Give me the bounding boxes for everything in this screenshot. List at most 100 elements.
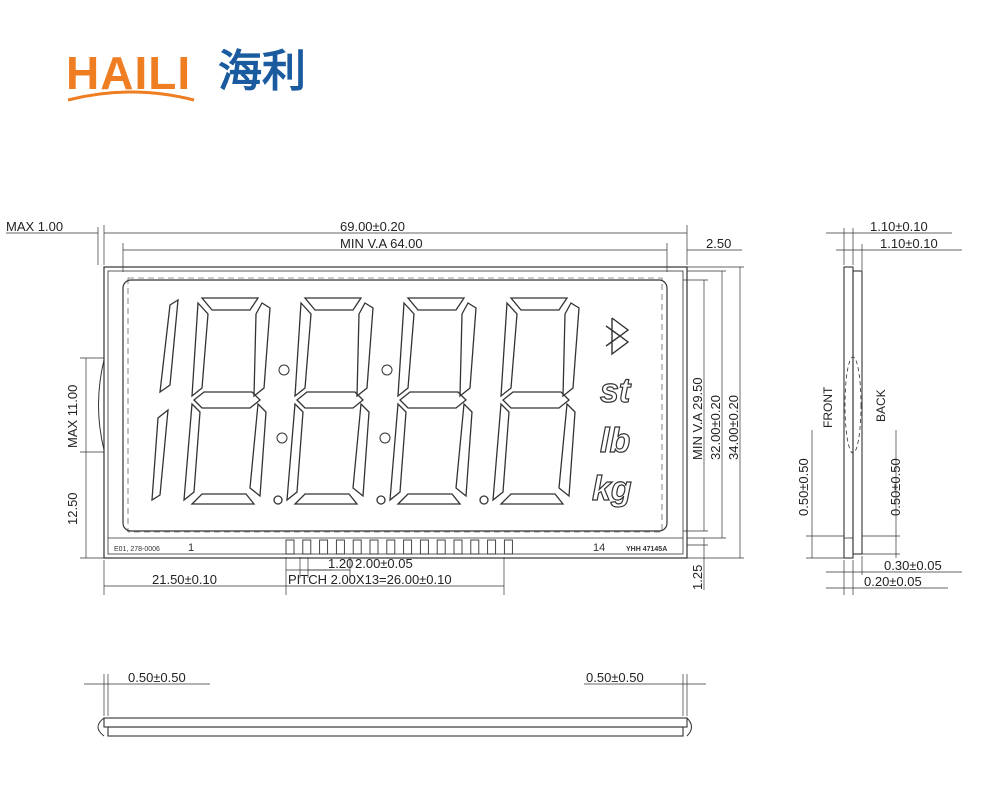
dim-overall-width: 69.00±0.20 bbox=[340, 219, 405, 234]
digit-3-segment-a bbox=[406, 297, 466, 311]
logo-latin-text: HAILI bbox=[66, 47, 192, 99]
side-bottom-dim-2: 0.20±0.05 bbox=[864, 574, 922, 589]
dim-pin-pitch-single: 2.00±0.05 bbox=[355, 556, 413, 571]
pin-13 bbox=[487, 539, 497, 555]
digit-1-decimal-point bbox=[273, 495, 283, 505]
lcd-inner-border bbox=[107, 270, 684, 555]
logo-swoosh-icon bbox=[67, 90, 195, 102]
bluetooth-icon bbox=[605, 317, 630, 356]
dim-edge-offset: 2.50 bbox=[706, 236, 731, 251]
colon-dot-4 bbox=[379, 432, 391, 444]
digit-3-segment-g bbox=[399, 391, 467, 409]
dim-max-thickness: MAX 1.00 bbox=[6, 219, 63, 234]
dim-pin-width: 1.20 bbox=[328, 556, 353, 571]
side-back-label: BACK bbox=[874, 389, 888, 422]
dim-max-bulge: MAX 11.00 bbox=[65, 385, 80, 448]
bottom-left-cap bbox=[97, 717, 105, 737]
dim-pin-start-offset: 21.50±0.10 bbox=[152, 572, 217, 587]
digit-1-segment-f bbox=[191, 301, 209, 398]
digit-2-segment-c bbox=[352, 402, 370, 498]
digit-1-segment-a bbox=[200, 297, 260, 311]
bottom-right-cap bbox=[686, 717, 692, 737]
digit-3-segment-d bbox=[396, 493, 462, 505]
dim-inner-height: 32.00±0.20 bbox=[708, 395, 723, 460]
side-left-dim: 0.50±0.50 bbox=[796, 458, 811, 516]
digit-3-segment-c bbox=[455, 402, 473, 498]
bottom-glass-top bbox=[103, 717, 688, 728]
part-number-label: YHH 47145A bbox=[626, 546, 667, 553]
bottom-glass-lower bbox=[107, 726, 684, 737]
digit-3-decimal-point bbox=[479, 495, 489, 505]
side-front-label: FRONT bbox=[821, 386, 835, 428]
side-bottom-dim-1: 0.30±0.05 bbox=[884, 558, 942, 573]
digit-one-segment-upper bbox=[159, 298, 179, 394]
digit-2-segment-f bbox=[294, 301, 312, 398]
view-area-dashed bbox=[127, 277, 663, 533]
pin-7 bbox=[386, 539, 396, 555]
bottom-view: 0.50±0.50 0.50±0.50 bbox=[84, 670, 706, 737]
pin-last-label: 14 bbox=[593, 542, 605, 554]
digit-2-decimal-point bbox=[376, 495, 386, 505]
digit-2-segment-g bbox=[296, 391, 364, 409]
side-view: FRONT BACK 1.10±0.10 1.10±0.10 0.50±0.50… bbox=[796, 219, 962, 595]
side-glass-back bbox=[852, 270, 863, 555]
digit-4-segment-d bbox=[499, 493, 565, 505]
unit-lb-label: lb bbox=[600, 422, 630, 460]
seven-segment-digits bbox=[151, 297, 580, 505]
lcd-viewing-area bbox=[122, 279, 668, 532]
dim-pin-height: 1.25 bbox=[690, 565, 705, 590]
part-code-label: E01, 278-0006 bbox=[114, 546, 160, 553]
digit-4-segment-e bbox=[492, 402, 510, 502]
pin-10 bbox=[436, 539, 446, 555]
lcd-outer-glass bbox=[103, 266, 688, 559]
unit-st-label: st bbox=[600, 372, 632, 410]
dim-view-area-height: MIN V.A 29.50 bbox=[690, 377, 705, 460]
digit-3-segment-f bbox=[397, 301, 415, 398]
dim-bottom-offset: 12.50 bbox=[65, 492, 80, 525]
pin-14 bbox=[503, 539, 513, 555]
pin-5 bbox=[352, 539, 362, 555]
digit-1-segment-e bbox=[183, 402, 201, 502]
pin-first-label: 1 bbox=[188, 542, 194, 554]
colon-dot-2 bbox=[276, 432, 288, 444]
unit-kg-label: kg bbox=[592, 470, 632, 508]
bottom-left-dim: 0.50±0.50 bbox=[128, 670, 186, 685]
digit-2-segment-b bbox=[356, 302, 374, 398]
pin-9 bbox=[419, 539, 429, 555]
digit-3-segment-e bbox=[389, 402, 407, 502]
digit-1-segment-c bbox=[249, 402, 267, 498]
dim-overall-height: 34.00±0.20 bbox=[726, 395, 741, 460]
logo-cjk-text: 海利 bbox=[218, 46, 306, 97]
front-view: st lb kg E01, 278-0006 1 14 YHH 47145A 6… bbox=[6, 219, 744, 595]
dim-pitch-total: PITCH 2.00X13=26.00±0.10 bbox=[288, 572, 452, 587]
side-top-dim-2: 1.10±0.10 bbox=[880, 236, 938, 251]
digit-3-segment-b bbox=[459, 302, 477, 398]
pin-12 bbox=[470, 539, 480, 555]
pin-6 bbox=[369, 539, 379, 555]
brand-logo: HAILI 海利 bbox=[66, 46, 346, 104]
digit-1-segment-b bbox=[253, 302, 271, 398]
colon-dot-3 bbox=[381, 364, 393, 376]
digit-2-segment-a bbox=[303, 297, 363, 311]
pin-8 bbox=[403, 539, 413, 555]
digit-4-segment-f bbox=[500, 301, 518, 398]
colon-dot-1 bbox=[278, 364, 290, 376]
pin-1 bbox=[285, 539, 295, 555]
pin-11 bbox=[453, 539, 463, 555]
pin-3 bbox=[319, 539, 329, 555]
side-top-dim-1: 1.10±0.10 bbox=[870, 219, 928, 234]
digit-4-segment-a bbox=[509, 297, 569, 311]
left-bulge bbox=[98, 359, 105, 451]
pin-2 bbox=[302, 539, 312, 555]
digit-4-segment-c bbox=[558, 402, 576, 498]
digit-2-segment-d bbox=[293, 493, 359, 505]
bottom-right-dim: 0.50±0.50 bbox=[586, 670, 644, 685]
pin-4 bbox=[335, 539, 345, 555]
digit-4-segment-b bbox=[562, 302, 580, 398]
side-right-dim: 0.50±0.50 bbox=[888, 458, 903, 516]
digit-1-segment-g bbox=[193, 391, 261, 409]
digit-1-segment-d bbox=[190, 493, 256, 505]
digit-2-segment-e bbox=[286, 402, 304, 502]
dim-view-area-width: MIN V.A 64.00 bbox=[340, 236, 423, 251]
